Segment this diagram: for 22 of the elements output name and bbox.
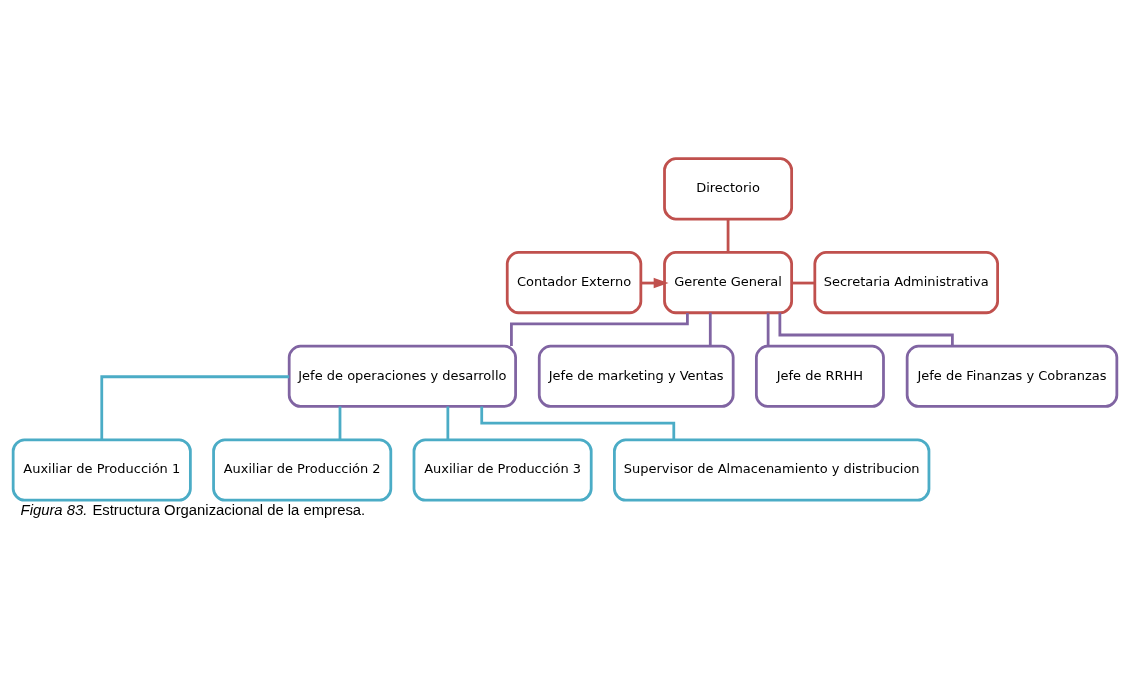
connector [510,312,689,346]
node-box: Jefe de operaciones y desarrollo [287,344,517,408]
node-box: Auxiliar de Producción 2 [212,437,393,502]
node-box: Contador Externo [505,250,643,314]
connector [446,405,450,440]
node-box: Jefe de Finanzas y Cobranzas [905,344,1119,408]
connector [778,312,954,346]
connector [726,218,730,252]
connector [766,312,770,346]
node-box: Supervisor de Almacenamiento y distribucion [613,437,931,502]
node-box: Jefe de RRHH [755,344,885,408]
connector [791,281,815,284]
caption: Figura 83. Estructura Organizacional de la empresa. [20,501,366,518]
connector [338,405,342,440]
node-box: Directorio [663,156,793,220]
node-box: Auxiliar de Producción 3 [412,437,593,502]
node-box: Jefe de marketing y Ventas [537,344,735,408]
connector [708,312,712,346]
node-box: Auxiliar de Producción 1 [11,437,192,502]
connector [100,374,290,440]
node-box: Secretaria Administrativa [813,250,999,314]
node-box: Gerente General [663,250,793,314]
